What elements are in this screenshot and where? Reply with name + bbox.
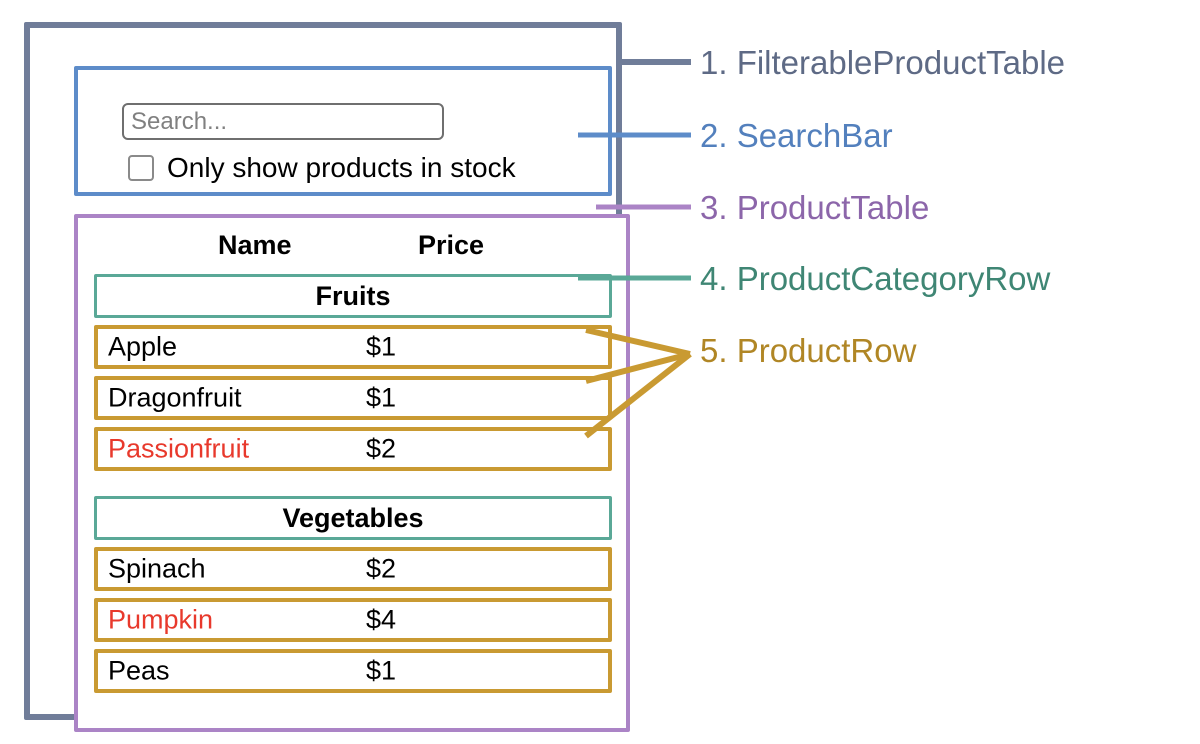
search-input[interactable] bbox=[122, 103, 444, 140]
only-in-stock-checkbox[interactable] bbox=[128, 155, 154, 181]
annotation-label-filterable-product-table: 1. FilterableProductTable bbox=[700, 44, 1066, 81]
only-in-stock-label: Only show products in stock bbox=[167, 152, 516, 183]
product-name: Spinach bbox=[108, 553, 206, 584]
product-row[interactable]: Peas $1 bbox=[94, 649, 612, 693]
annotation-label-product-row: 5. ProductRow bbox=[700, 332, 917, 369]
product-price: $1 bbox=[366, 382, 397, 413]
group-spacer bbox=[94, 478, 612, 496]
product-category-row: Fruits bbox=[94, 274, 612, 318]
annotation-label-search-bar: 2. SearchBar bbox=[700, 117, 893, 154]
product-price: $4 bbox=[366, 604, 397, 635]
product-name: Passionfruit bbox=[108, 433, 250, 464]
product-row[interactable]: Apple $1 bbox=[94, 325, 612, 369]
product-name: Pumpkin bbox=[108, 604, 214, 635]
product-price: $2 bbox=[366, 553, 397, 584]
stock-filter-row[interactable]: Only show products in stock bbox=[128, 154, 516, 182]
category-label: Fruits bbox=[315, 280, 391, 311]
product-row[interactable]: Pumpkin $4 bbox=[94, 598, 612, 642]
product-row[interactable]: Spinach $2 bbox=[94, 547, 612, 591]
product-row[interactable]: Dragonfruit $1 bbox=[94, 376, 612, 420]
search-bar-container: Only show products in stock bbox=[74, 66, 612, 196]
product-name: Dragonfruit bbox=[108, 382, 242, 413]
product-price: $1 bbox=[366, 655, 397, 686]
product-name: Peas bbox=[108, 655, 170, 686]
annotation-label-product-category-row: 4. ProductCategoryRow bbox=[700, 260, 1051, 297]
column-header-price: Price bbox=[418, 230, 485, 260]
product-row[interactable]: Passionfruit $2 bbox=[94, 427, 612, 471]
filterable-product-table-container: Only show products in stock Name Price F… bbox=[24, 22, 630, 732]
column-header-name: Name bbox=[218, 230, 292, 260]
category-label: Vegetables bbox=[282, 502, 424, 533]
product-name: Apple bbox=[108, 331, 178, 362]
product-price: $1 bbox=[366, 331, 397, 362]
annotation-label-product-table: 3. ProductTable bbox=[700, 189, 930, 226]
product-table-container: Name Price Fruits Apple $1 Dragonfruit $… bbox=[74, 214, 630, 732]
product-table: Name Price Fruits Apple $1 Dragonfruit $… bbox=[94, 226, 612, 700]
product-price: $2 bbox=[366, 433, 397, 464]
product-category-row: Vegetables bbox=[94, 496, 612, 540]
table-header-row: Name Price bbox=[94, 226, 612, 274]
